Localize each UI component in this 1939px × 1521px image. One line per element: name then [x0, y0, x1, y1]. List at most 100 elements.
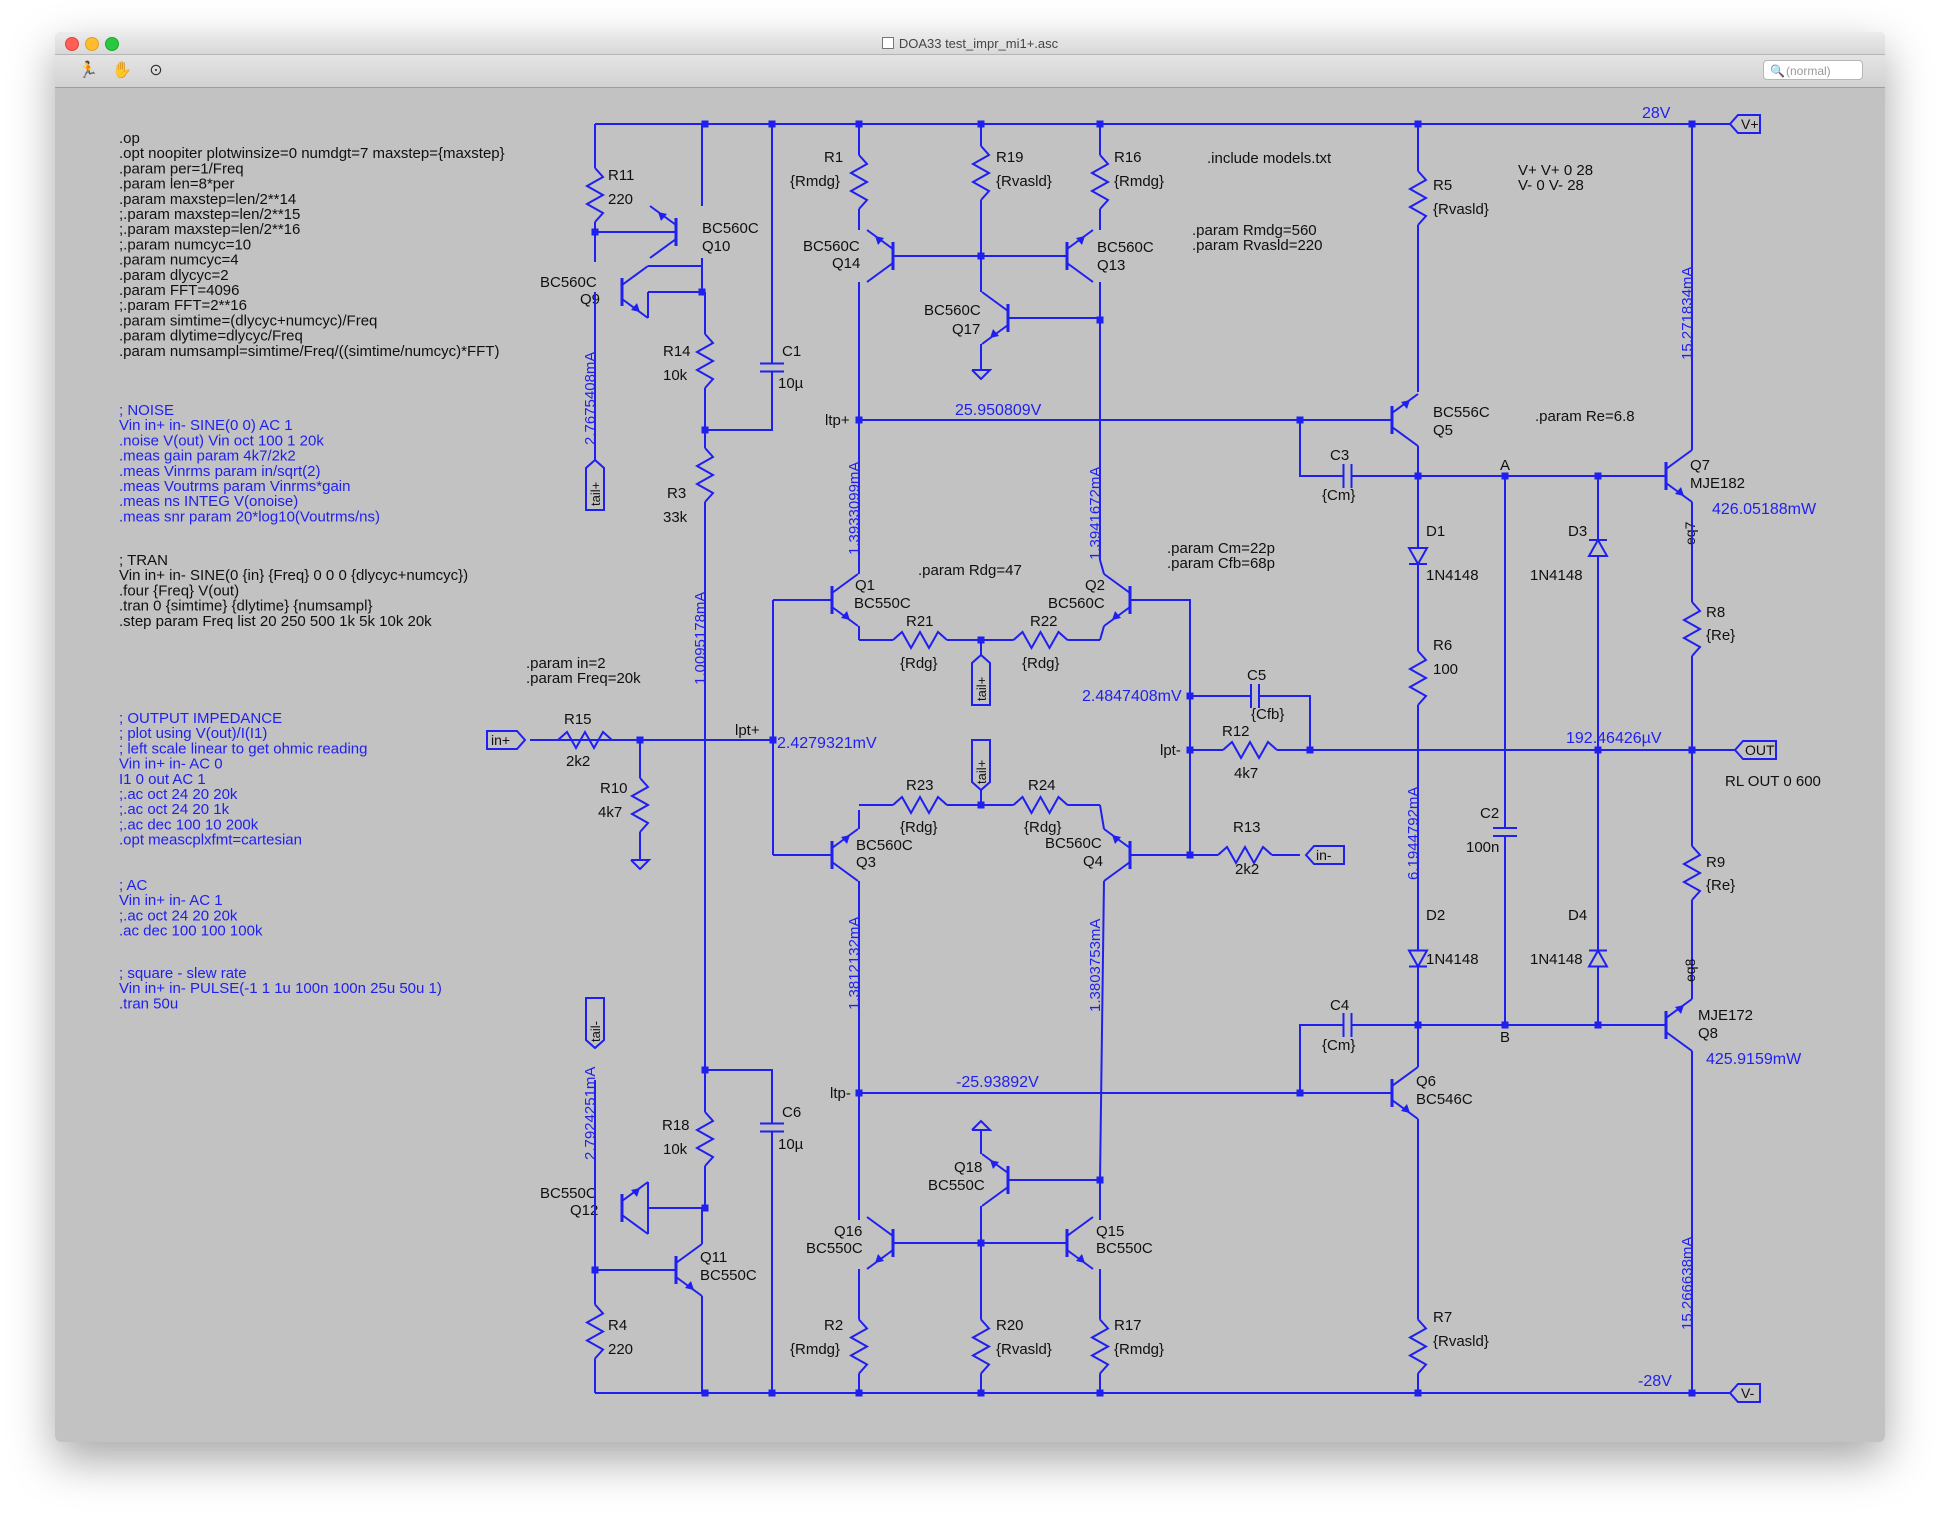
resistor-symbol[interactable] [629, 777, 651, 833]
directive-text: .meas Voutrms param Vinrms*gain [119, 478, 350, 495]
net-flag[interactable] [971, 739, 991, 792]
schematic[interactable]: V+V-28V-28VR11220BC560CQ10BC560CQ9R1410k… [55, 88, 1885, 1442]
resistor-symbol[interactable] [1681, 601, 1703, 657]
search-input[interactable]: 🔍(normal) [1763, 60, 1863, 80]
resistor-symbol[interactable] [1407, 170, 1429, 226]
wire[interactable] [1099, 625, 1105, 641]
directive-text: V+ V+ 0 28 [1518, 162, 1593, 179]
directive-text: Vin in+ in- PULSE(-1 1 1u 100n 100n 25u … [119, 980, 442, 997]
resistor-symbol[interactable] [848, 154, 870, 210]
transistor-collector[interactable] [1066, 1216, 1094, 1237]
wire[interactable] [1099, 804, 1105, 830]
transistor-collector[interactable] [866, 262, 894, 283]
net-flag[interactable] [971, 653, 991, 706]
resistor-symbol[interactable] [1089, 154, 1111, 210]
wire[interactable] [705, 380, 773, 431]
transistor-collector[interactable] [1391, 1066, 1419, 1087]
net-flag[interactable] [486, 730, 527, 750]
diode-symbol[interactable] [1587, 537, 1609, 557]
label: R17 [1114, 1317, 1142, 1334]
label: BC546C [1416, 1091, 1473, 1108]
net-flag[interactable] [585, 458, 605, 511]
wire[interactable] [1265, 695, 1311, 750]
resistor-symbol[interactable] [694, 447, 716, 503]
transistor-collector[interactable] [621, 265, 649, 286]
probe-icon[interactable]: ⊙ [149, 62, 163, 79]
resistor-symbol[interactable] [1012, 794, 1069, 816]
resistor-symbol[interactable] [892, 794, 948, 816]
wire[interactable] [1299, 420, 1335, 477]
net-flag-label: in- [1316, 847, 1332, 863]
net-flag[interactable] [585, 997, 605, 1050]
label: Q7 [1690, 457, 1710, 474]
transistor-collector[interactable] [621, 1214, 649, 1235]
net-flag[interactable] [1304, 845, 1345, 865]
resistor-symbol[interactable] [1681, 845, 1703, 901]
transistor-collector[interactable] [831, 573, 859, 594]
run-icon[interactable]: 🏃 [78, 62, 98, 79]
zoom-button[interactable] [105, 37, 119, 51]
label: R11 [608, 167, 634, 184]
label: 10µ [778, 375, 804, 392]
directive-text: .param numcyc=4 [119, 252, 239, 269]
wire[interactable] [648, 258, 703, 267]
diode-symbol[interactable] [1407, 949, 1429, 969]
search-placeholder: (normal) [1786, 64, 1831, 78]
resistor-symbol[interactable] [892, 629, 948, 651]
diode-symbol[interactable] [1587, 948, 1609, 968]
ground-icon [971, 369, 993, 381]
close-button[interactable] [65, 37, 79, 51]
transistor-collector[interactable] [1103, 861, 1131, 882]
halt-hand-icon[interactable]: ✋ [112, 62, 132, 79]
diode-symbol[interactable] [1407, 547, 1429, 567]
resistor-symbol[interactable] [1407, 650, 1429, 706]
transistor-collector[interactable] [1066, 262, 1094, 283]
resistor-symbol[interactable] [1407, 1318, 1429, 1375]
wire[interactable] [1099, 559, 1105, 575]
wire[interactable] [1130, 599, 1191, 855]
out-port[interactable] [1733, 740, 1777, 760]
wire[interactable] [1299, 1024, 1335, 1093]
resistor-symbol[interactable] [584, 167, 606, 223]
wire[interactable] [705, 1069, 773, 1115]
title-bar[interactable]: DOA33 test_impr_mi1+.asc [55, 32, 1885, 55]
transistor-collector[interactable] [1665, 449, 1693, 470]
resistor-symbol[interactable] [970, 145, 992, 201]
emitter-arrow [1401, 400, 1410, 409]
resistor-symbol[interactable] [584, 1303, 606, 1360]
transistor-collector[interactable] [675, 1243, 703, 1264]
label: BC560C [540, 274, 597, 291]
wire[interactable] [1099, 880, 1105, 1181]
resistor-symbol[interactable] [1217, 844, 1273, 866]
transistor-collector[interactable] [649, 238, 677, 259]
transistor-collector[interactable] [831, 861, 859, 882]
resistor-symbol[interactable] [1012, 629, 1069, 651]
label: Q16 [834, 1223, 862, 1240]
label: MJE172 [1698, 1007, 1753, 1024]
wire[interactable] [647, 1207, 705, 1234]
junction-dot [701, 1389, 709, 1397]
transistor-collector[interactable] [1665, 1031, 1693, 1052]
transistor-collector[interactable] [981, 291, 1009, 312]
transistor-collector[interactable] [981, 1186, 1009, 1207]
label: {Rdg} [1022, 655, 1060, 672]
minimize-button[interactable] [85, 37, 99, 51]
directive-text: ;.param numcyc=10 [119, 236, 251, 253]
resistor-symbol[interactable] [848, 1318, 870, 1375]
transistor-collector[interactable] [1391, 426, 1419, 447]
vplus-port[interactable] [1728, 114, 1761, 134]
label: {Rdg} [1024, 819, 1062, 836]
directive-text: .param len=8*per [119, 176, 235, 193]
resistor-symbol[interactable] [1222, 739, 1278, 761]
label: {Cm} [1322, 487, 1355, 504]
vminus-port[interactable] [1728, 1383, 1761, 1403]
transistor-collector[interactable] [866, 1216, 894, 1237]
transistor-collector[interactable] [1103, 573, 1131, 594]
resistor-symbol[interactable] [1089, 1318, 1111, 1375]
resistor-symbol[interactable] [694, 333, 716, 389]
label: R15 [564, 711, 592, 728]
resistor-symbol[interactable] [694, 1111, 716, 1167]
resistor-symbol[interactable] [970, 1318, 992, 1375]
resistor-symbol[interactable] [557, 729, 613, 751]
